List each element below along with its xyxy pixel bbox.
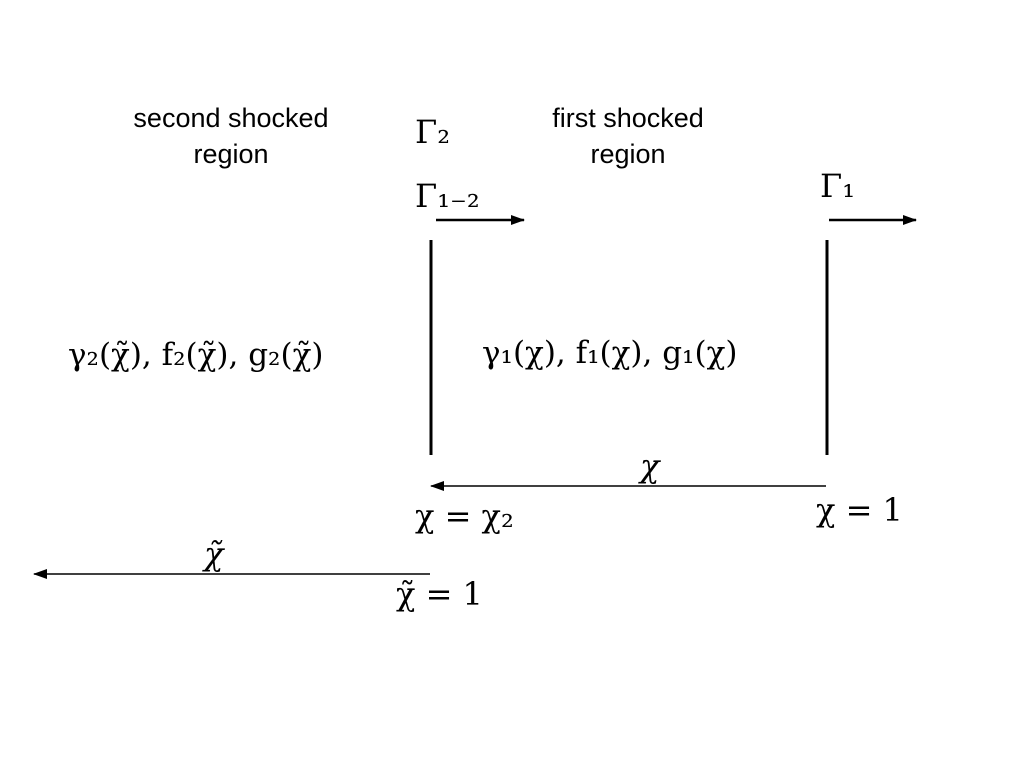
- gamma1-label: Γ₁: [820, 167, 856, 205]
- second-region-functions: γ₂(χ̃), f₂(χ̃), g₂(χ̃): [68, 337, 324, 373]
- chi-eq-1-label: χ = 1: [816, 491, 903, 529]
- first-region-label-line1: first shocked: [552, 103, 704, 133]
- chi-axis-label: χ: [640, 447, 660, 485]
- first-region-label: first shocked region: [498, 100, 758, 172]
- chi-eq-chi2-label: χ = χ₂: [415, 497, 514, 535]
- chitilde-axis-label: χ̃: [204, 535, 224, 573]
- chitilde-eq-1-label: χ̃ = 1: [396, 575, 483, 613]
- second-region-label: second shocked region: [101, 100, 361, 172]
- first-region-label-line2: region: [590, 139, 666, 169]
- first-region-functions: γ₁(χ), f₁(χ), g₁(χ): [482, 335, 738, 371]
- gamma12-label: Γ₁₋₂: [415, 177, 480, 215]
- gamma2-label: Γ₂: [415, 113, 451, 151]
- second-region-label-line2: region: [193, 139, 269, 169]
- second-region-label-line1: second shocked: [133, 103, 329, 133]
